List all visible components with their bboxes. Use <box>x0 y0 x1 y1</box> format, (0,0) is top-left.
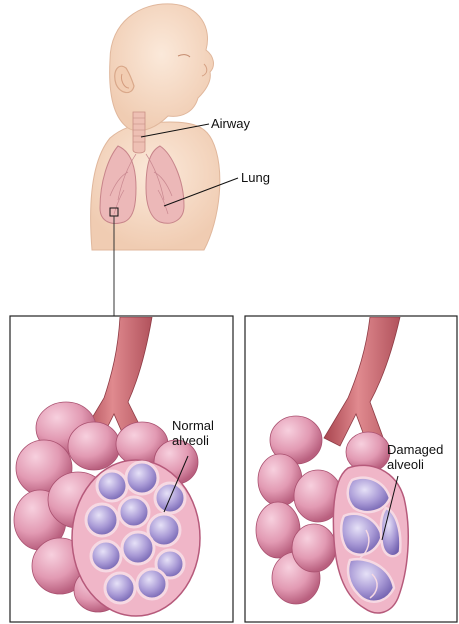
baby-figure <box>91 4 220 250</box>
airway-label: Airway <box>211 116 250 131</box>
lung-label: Lung <box>241 170 270 185</box>
normal-alveoli-label: Normal alveoli <box>172 418 214 448</box>
normal-alveoli-panel <box>10 316 233 622</box>
damaged-alveoli-label: Damaged alveoli <box>387 442 443 472</box>
